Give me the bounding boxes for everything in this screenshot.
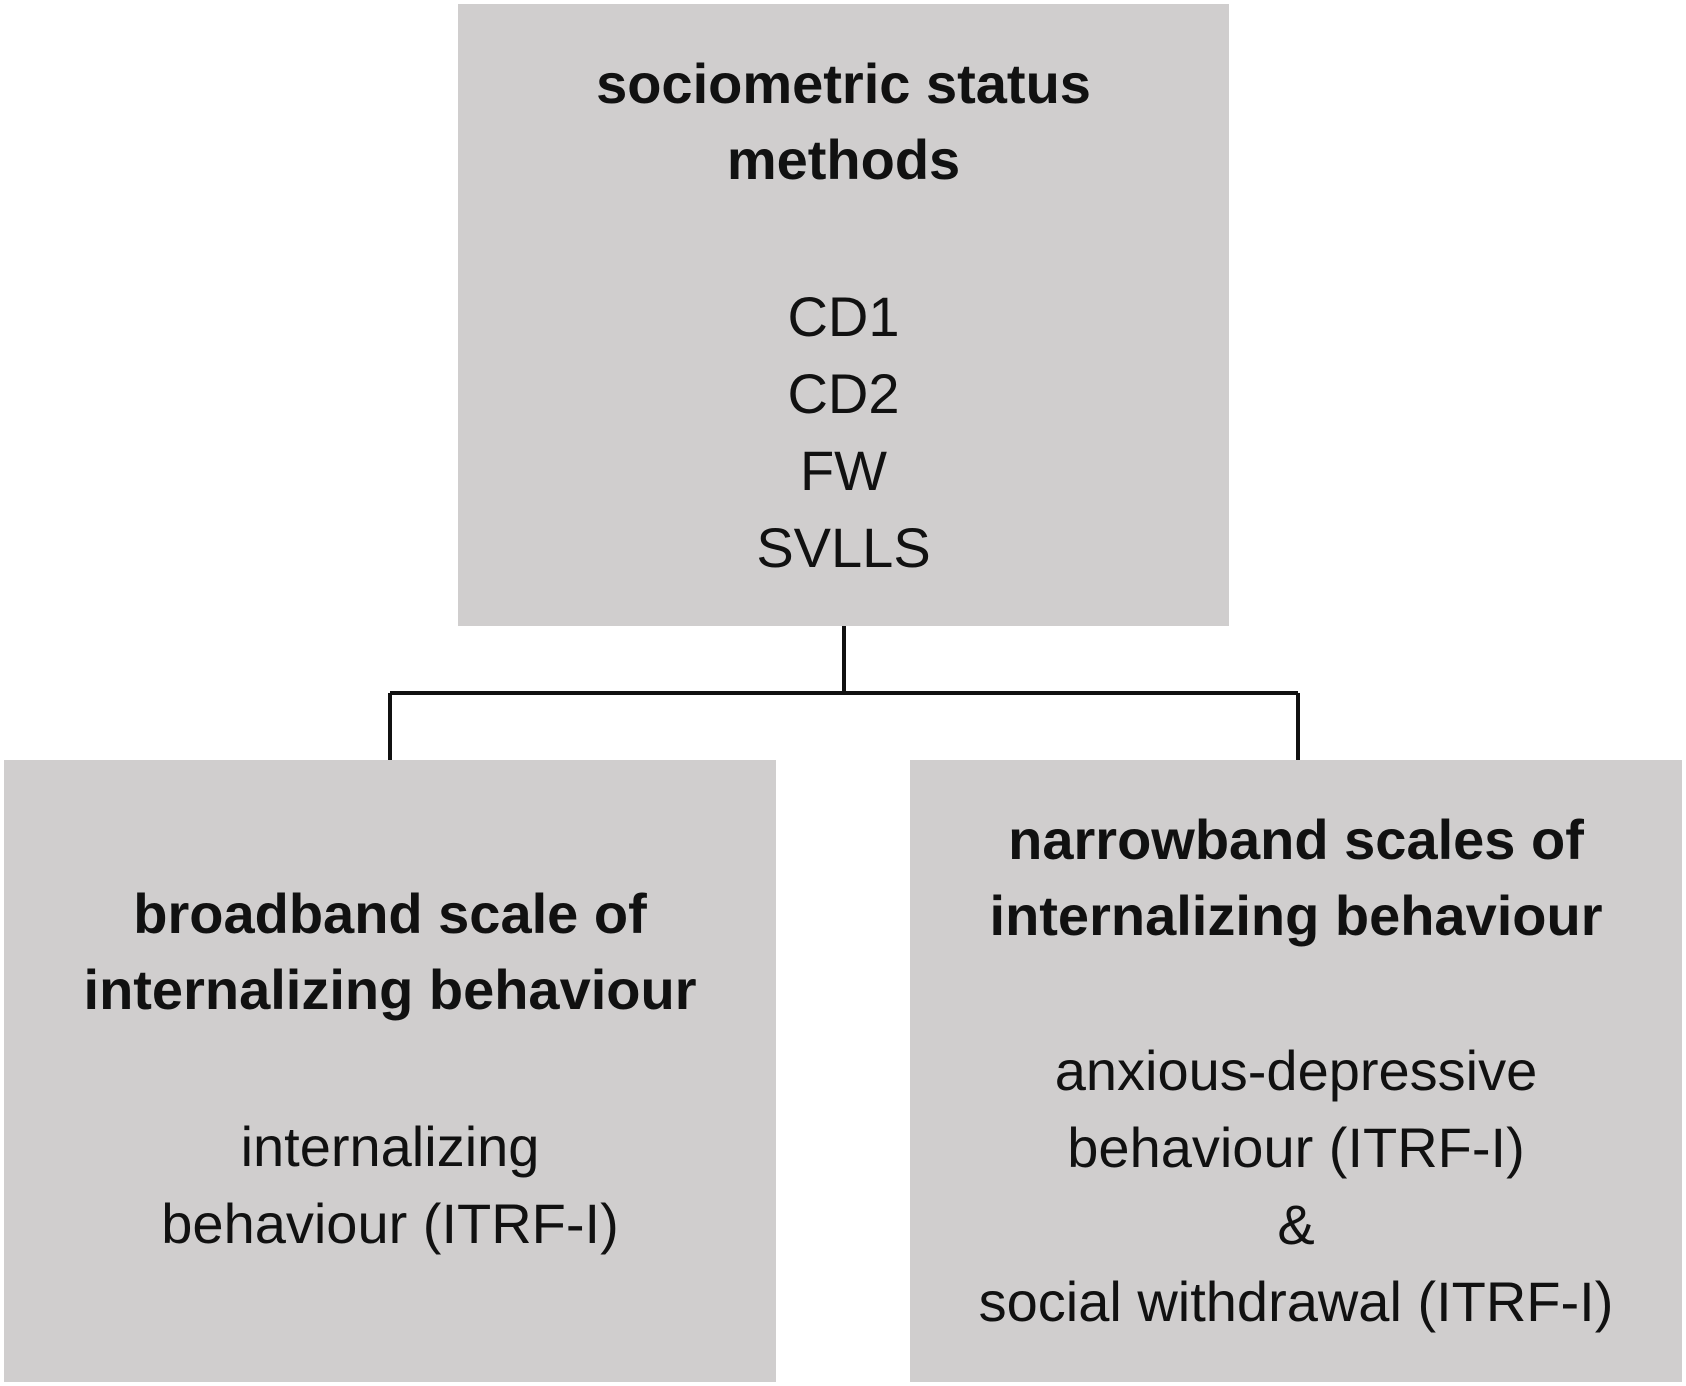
sociometric-status-box: sociometric status methods CD1 CD2 FW SV… bbox=[458, 4, 1229, 626]
title-line: broadband scale of bbox=[133, 882, 647, 945]
title-line: internalizing behaviour bbox=[989, 884, 1603, 947]
narrowband-scales-box: narrowband scales of internalizing behav… bbox=[910, 760, 1682, 1382]
scale-item: social withdrawal (ITRF-I) bbox=[978, 1270, 1614, 1333]
title-line: sociometric status bbox=[596, 52, 1091, 115]
title-line: narrowband scales of bbox=[1008, 808, 1584, 871]
sociometric-method-list: CD1 CD2 FW SVLLS bbox=[458, 278, 1229, 586]
broadband-scale-title: broadband scale of internalizing behavio… bbox=[4, 876, 776, 1028]
scale-item: behaviour (ITRF-I) bbox=[161, 1192, 619, 1255]
title-line: methods bbox=[726, 128, 961, 191]
method-item: CD2 bbox=[787, 362, 900, 425]
scale-item: anxious-depressive bbox=[1054, 1039, 1538, 1102]
title-line: internalizing behaviour bbox=[83, 958, 697, 1021]
scale-item: & bbox=[1277, 1193, 1315, 1256]
sociometric-status-title: sociometric status methods bbox=[458, 46, 1229, 198]
method-item: SVLLS bbox=[756, 516, 931, 579]
broadband-scale-box: broadband scale of internalizing behavio… bbox=[4, 760, 776, 1382]
scale-item: internalizing bbox=[240, 1115, 540, 1178]
narrowband-scales-items: anxious-depressive behaviour (ITRF-I) & … bbox=[910, 1032, 1682, 1340]
narrowband-scales-title: narrowband scales of internalizing behav… bbox=[910, 802, 1682, 954]
method-item: FW bbox=[799, 439, 888, 502]
scale-item: behaviour (ITRF-I) bbox=[1067, 1116, 1525, 1179]
method-item: CD1 bbox=[787, 285, 900, 348]
broadband-scale-items: internalizing behaviour (ITRF-I) bbox=[4, 1108, 776, 1262]
